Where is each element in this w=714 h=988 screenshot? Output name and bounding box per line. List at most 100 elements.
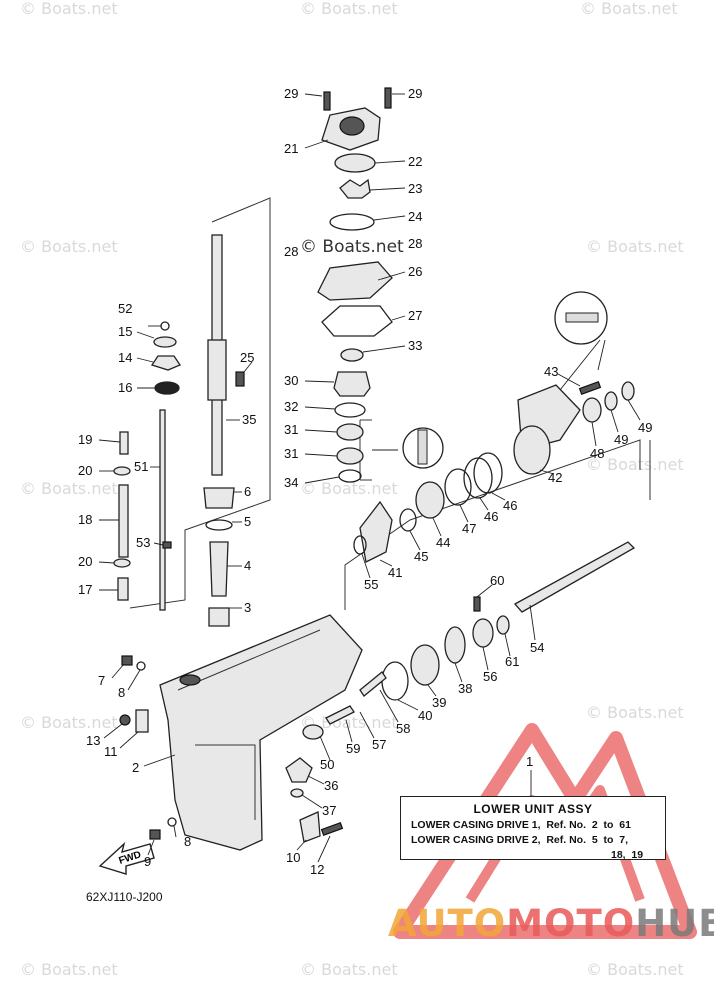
bearing-39 [410, 644, 440, 686]
callout-10: 10 [286, 850, 300, 865]
impeller [339, 178, 371, 199]
callout-41: 41 [388, 565, 402, 580]
outer-plate [317, 261, 393, 301]
callout-5: 5 [244, 514, 251, 529]
callout-60: 60 [490, 573, 504, 588]
watermark: © Boats.net [586, 237, 684, 256]
needle-bearing [208, 607, 230, 627]
forward-gear-38 [444, 626, 466, 664]
callout-8: 8 [118, 685, 125, 700]
grommet-17 [117, 577, 129, 601]
callout-1: 1 [526, 754, 533, 769]
callout-42: 42 [548, 470, 562, 485]
cap-50 [302, 724, 324, 740]
nut-13 [119, 714, 131, 726]
watermark-center: © Boats.net [300, 237, 404, 257]
anode-36 [285, 757, 313, 783]
o-ring-46a [473, 452, 503, 494]
guide-lines [129, 197, 651, 610]
pin-53 [162, 541, 172, 549]
callout-23: 23 [408, 181, 422, 196]
gasket [329, 213, 375, 231]
clip [160, 321, 170, 331]
callout-6: 6 [244, 484, 251, 499]
callout-24: 24 [408, 209, 422, 224]
seal-49a [604, 391, 618, 411]
callout-17: 17 [78, 582, 92, 597]
callout-45: 45 [414, 549, 428, 564]
callout-48: 48 [590, 446, 604, 461]
grommet-19 [119, 431, 129, 455]
sleeve [209, 541, 229, 597]
callout-9: 9 [144, 854, 151, 869]
bolt-9 [149, 829, 161, 840]
callout-30: 30 [284, 373, 298, 388]
assembly-row-3: 18, 19 [611, 849, 644, 861]
o-ring [334, 402, 366, 418]
watermark: © Boats.net [20, 960, 118, 979]
callout-54: 54 [530, 640, 544, 655]
callout-46: 46 [484, 509, 498, 524]
callout-28: 28 [408, 236, 422, 251]
washer-61 [496, 615, 510, 635]
callout-4: 4 [244, 558, 251, 573]
assembly-row-2: LOWER CASING DRIVE 2, Ref. No. 5 to 7, [411, 834, 629, 846]
watermark: © Boats.net [20, 713, 118, 732]
o-ring-46b [463, 457, 493, 499]
callout-20: 20 [78, 554, 92, 569]
brand-part-auto: AUTO [388, 902, 507, 945]
callout-26: 26 [408, 264, 422, 279]
lower-casing [159, 614, 363, 851]
callout-25: 25 [240, 350, 254, 365]
callout-52: 52 [118, 301, 132, 316]
callout-31: 31 [284, 422, 298, 437]
spring-58 [359, 671, 387, 697]
watermark: © Boats.net [20, 237, 118, 256]
callout-55: 55 [364, 577, 378, 592]
reverse-gear-41 [359, 500, 393, 563]
bearing [203, 487, 235, 509]
trim-tab-10 [299, 811, 321, 843]
detail-seal [417, 429, 428, 465]
o-ring-16 [154, 381, 180, 395]
watermark: © Boats.net [300, 0, 398, 18]
watermark: © Boats.net [586, 960, 684, 979]
fwd-arrow-icon: FWD [98, 841, 155, 875]
callout-28: 28 [284, 244, 298, 259]
detail-pin [565, 312, 599, 323]
key [235, 371, 245, 387]
callout-40: 40 [418, 708, 432, 723]
tube-18 [118, 484, 129, 558]
callout-43: 43 [544, 364, 558, 379]
bolt-43 [578, 380, 602, 396]
callout-50: 50 [320, 757, 334, 772]
assembly-row-1: LOWER CASING DRIVE 1, Ref. No. 2 to 61 [411, 819, 631, 831]
callout-38: 38 [458, 681, 472, 696]
callout-33: 33 [408, 338, 422, 353]
washer-20 [113, 466, 131, 476]
watermark: © Boats.net [20, 479, 118, 498]
oil-seal [340, 348, 364, 362]
callout-12: 12 [310, 862, 324, 877]
callout-29: 29 [408, 86, 422, 101]
pin-60 [473, 596, 481, 612]
clip-55 [353, 535, 367, 555]
drawing-code: 62XJ110-J200 [86, 890, 163, 904]
callout-39: 39 [432, 695, 446, 710]
callout-21: 21 [284, 141, 298, 156]
bearing-44 [415, 481, 445, 519]
bushing [153, 336, 177, 348]
seal-49b [621, 381, 635, 401]
callout-8: 8 [184, 834, 191, 849]
shim-40 [381, 661, 409, 701]
assembly-title: LOWER UNIT ASSY [473, 802, 593, 816]
water-pump-housing [321, 107, 381, 151]
bolt-12 [320, 821, 344, 837]
callout-35: 35 [242, 412, 256, 427]
callout-2: 2 [132, 760, 139, 775]
brand-part-hub: HUB [635, 902, 714, 945]
housing-face [513, 425, 551, 475]
callout-44: 44 [436, 535, 450, 550]
oil-seal-lower [336, 447, 364, 465]
clutch-56 [472, 618, 494, 648]
